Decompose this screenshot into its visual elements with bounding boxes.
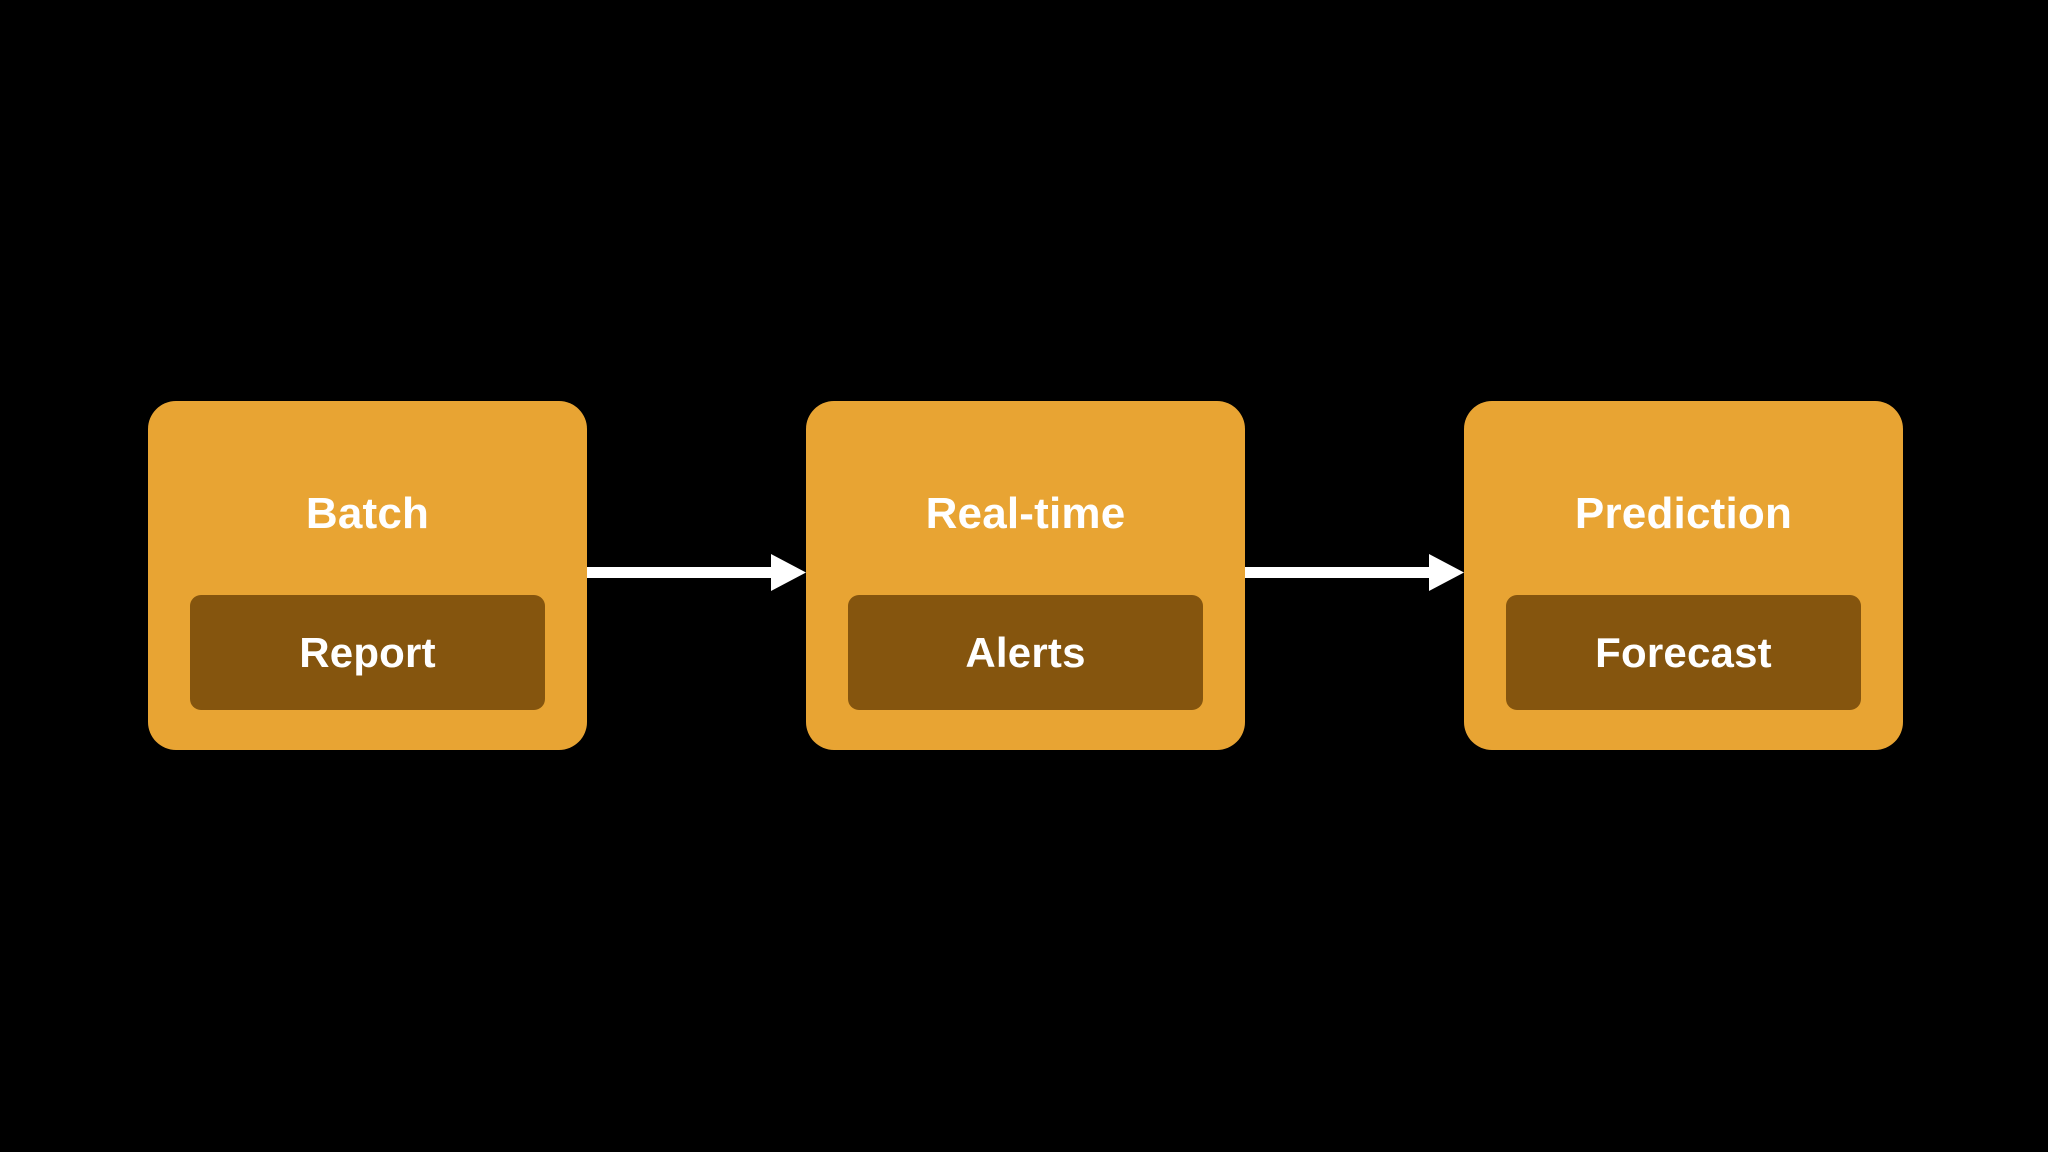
flow-node-prediction[interactable]: Prediction Forecast xyxy=(1464,401,1903,750)
flow-node-title: Real-time xyxy=(925,489,1126,538)
flow-node-badge-label: Report xyxy=(299,628,436,676)
flow-connector-batch-to-real-time xyxy=(587,401,806,750)
flow-node-real-time[interactable]: Real-time Alerts xyxy=(806,401,1245,750)
flow-node-badge-label: Forecast xyxy=(1595,628,1772,676)
arrow-right-icon xyxy=(1245,554,1464,591)
flow-node-badge[interactable]: Report xyxy=(190,595,545,710)
arrow-right-icon xyxy=(587,554,806,591)
flow-connector-real-time-to-prediction xyxy=(1245,401,1464,750)
flow-node-title: Prediction xyxy=(1574,489,1793,538)
flow-row: Batch Report Real-time Alerts Pred xyxy=(148,401,1903,750)
flow-node-badge[interactable]: Alerts xyxy=(848,595,1203,710)
flow-node-batch[interactable]: Batch Report xyxy=(148,401,587,750)
flow-node-title: Batch xyxy=(305,489,430,538)
flow-node-badge[interactable]: Forecast xyxy=(1506,595,1861,710)
flow-node-badge-label: Alerts xyxy=(965,628,1086,676)
